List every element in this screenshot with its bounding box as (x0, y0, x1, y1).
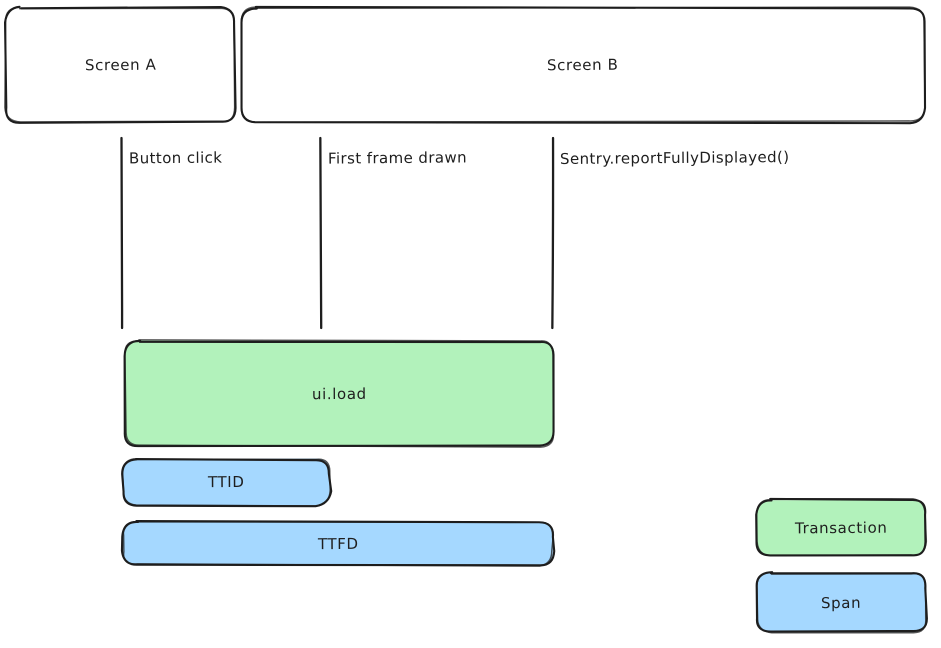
marker-label-report-fully-displayed: Sentry.reportFullyDisplayed() (559, 147, 790, 169)
marker-label-button-click: Button click (128, 148, 223, 168)
screen-box-b-label: Screen B (547, 55, 619, 75)
transaction-bar-ui-load: ui.load (125, 341, 554, 446)
legend-item-transaction: Transaction (757, 500, 926, 556)
screen-box-a-label: Screen A (84, 55, 157, 75)
screen-box-a: Screen A (6, 8, 235, 122)
span-bar-ttfd-label: TTFD (317, 534, 359, 553)
transaction-bar-ui-load-label: ui.load (312, 384, 367, 403)
legend-item-span-label: Span (821, 593, 862, 612)
marker-label-first-frame-drawn: First frame drawn (327, 148, 468, 168)
legend-item-span: Span (757, 573, 926, 632)
span-bar-ttfd: TTFD (123, 522, 553, 565)
span-bar-ttid: TTID (123, 459, 330, 505)
span-bar-ttid-label: TTID (208, 472, 245, 492)
legend-item-transaction-label: Transaction (795, 518, 888, 538)
screen-box-b: Screen B (242, 8, 924, 122)
